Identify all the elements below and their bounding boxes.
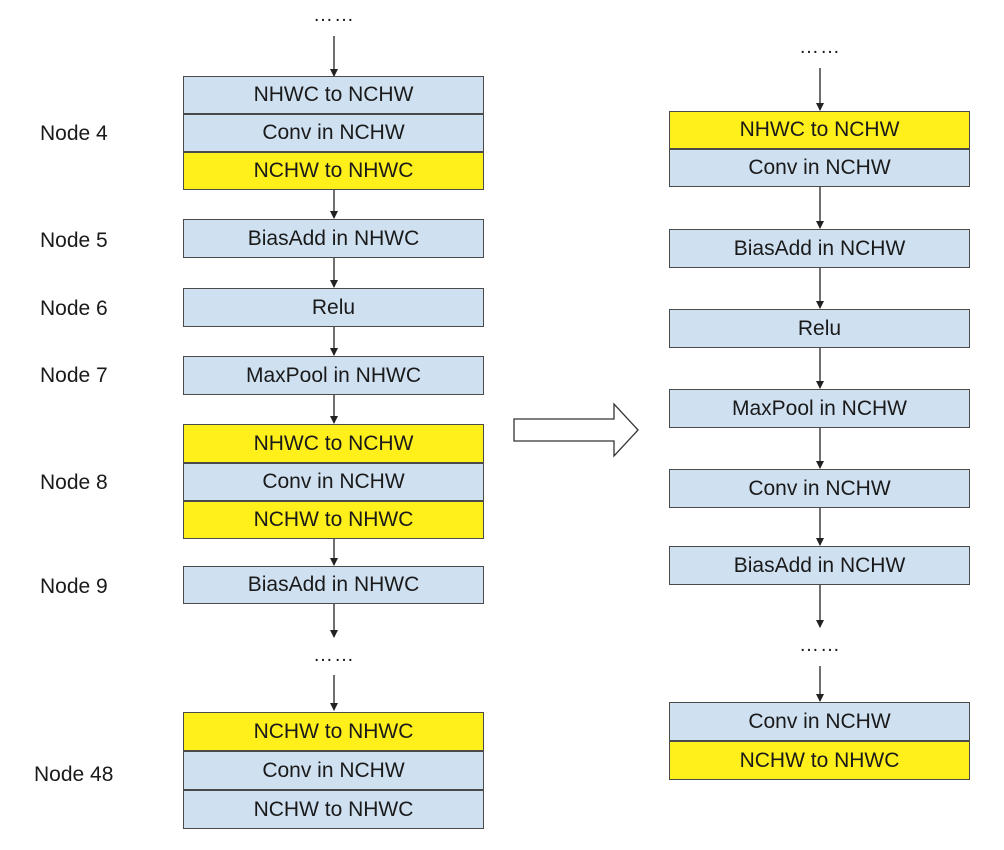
node-label-7: Node 7	[40, 364, 108, 387]
node-label-4: Node 4	[40, 122, 108, 145]
right-box-1: NHWC to NCHW	[669, 111, 970, 149]
node-label-48: Node 48	[34, 763, 114, 786]
right-box-6: Conv in NCHW	[669, 469, 970, 508]
right-box-5: MaxPool in NCHW	[669, 389, 970, 428]
left-box-13: NCHW to NHWC	[183, 790, 484, 829]
right-top-ellipsis: ……	[799, 36, 841, 58]
left-mid-ellipsis: ……	[313, 644, 355, 666]
left-box-11: NCHW to NHWC	[183, 712, 484, 751]
right-box-9: NCHW to NHWC	[669, 741, 970, 780]
left-box-2: Conv in NCHW	[183, 114, 484, 152]
node-label-6: Node 6	[40, 297, 108, 320]
left-box-12: Conv in NCHW	[183, 751, 484, 790]
left-box-7: NHWC to NCHW	[183, 424, 484, 463]
right-box-3: BiasAdd in NCHW	[669, 229, 970, 268]
transform-arrow-icon	[513, 402, 639, 458]
left-box-9: NCHW to NHWC	[183, 501, 484, 539]
left-top-ellipsis: ……	[313, 4, 355, 26]
right-box-2: Conv in NCHW	[669, 149, 970, 187]
right-box-7: BiasAdd in NCHW	[669, 546, 970, 585]
left-box-4: BiasAdd in NHWC	[183, 219, 484, 258]
left-box-6: MaxPool in NHWC	[183, 356, 484, 395]
right-box-4: Relu	[669, 309, 970, 348]
left-box-10: BiasAdd in NHWC	[183, 566, 484, 604]
node-label-5: Node 5	[40, 229, 108, 252]
right-mid-ellipsis: ……	[799, 634, 841, 656]
node-label-8: Node 8	[40, 471, 108, 494]
left-box-5: Relu	[183, 288, 484, 327]
node-label-9: Node 9	[40, 575, 108, 598]
right-box-8: Conv in NCHW	[669, 702, 970, 741]
left-box-1: NHWC to NCHW	[183, 76, 484, 114]
left-box-3: NCHW to NHWC	[183, 152, 484, 190]
left-box-8: Conv in NCHW	[183, 463, 484, 501]
